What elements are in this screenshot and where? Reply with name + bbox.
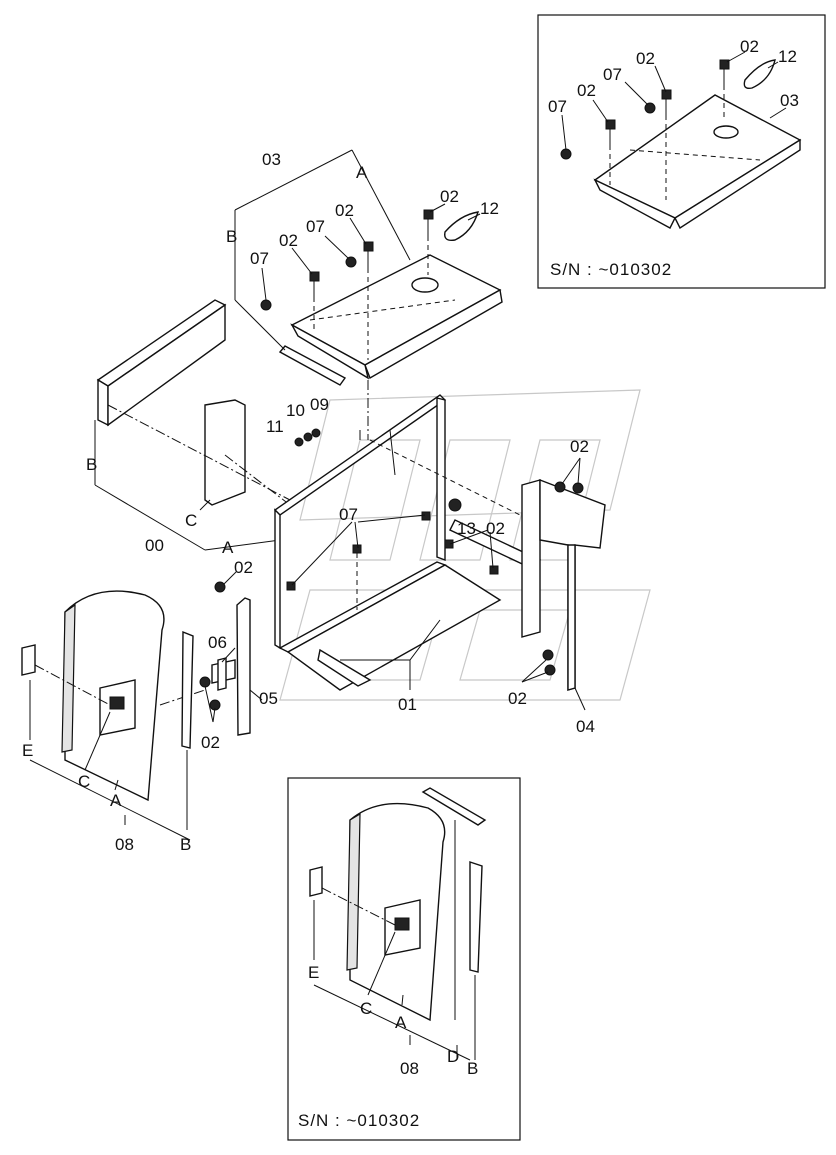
inset-bottom-serial: S/N : ~010302 — [298, 1111, 420, 1130]
callout-label: A — [356, 163, 368, 182]
inset-top-frame — [537, 14, 826, 289]
callout-label: 02 — [577, 81, 596, 100]
callout-label: 02 — [740, 37, 759, 56]
callout-label: B — [86, 455, 97, 474]
callout-label: E — [308, 963, 319, 982]
callout-label: C — [185, 511, 197, 530]
callout-label: 11 — [266, 417, 284, 436]
callout-label: B — [226, 227, 237, 246]
callout-label: 10 — [286, 401, 305, 420]
callout-label: E — [22, 741, 33, 760]
main-callouts: 03 A B 07 02 07 02 02 12 11 10 09 B C 00… — [22, 150, 595, 854]
callout-label: 06 — [208, 633, 227, 652]
callout-label: 03 — [262, 150, 281, 169]
side-panel-left — [96, 299, 246, 506]
callout-label: A — [222, 538, 234, 557]
callout-label: B — [467, 1059, 478, 1078]
inset-top-serial: S/N : ~010302 — [550, 260, 672, 279]
door-panel-08 — [21, 590, 194, 841]
callout-label: C — [360, 999, 372, 1018]
callout-label: 02 — [279, 231, 298, 250]
bracket-05-06 — [159, 597, 263, 736]
inset-bottom-callouts: E C A D 08 B S/N : ~010302 — [298, 963, 478, 1130]
callout-label: A — [395, 1013, 407, 1032]
cover-leaders — [234, 149, 481, 351]
callout-label: 03 — [780, 91, 799, 110]
callout-label: 04 — [576, 717, 595, 736]
callout-label: 07 — [548, 97, 567, 116]
inset-bottom-frame — [287, 777, 521, 1141]
callout-label: B — [180, 835, 191, 854]
inset-top-callouts: 02 12 02 07 03 02 07 S/N : ~010302 — [548, 37, 799, 279]
callout-label: 02 — [440, 187, 459, 206]
callout-label: 02 — [335, 201, 354, 220]
callout-label: 01 — [398, 695, 417, 714]
callout-label: 09 — [310, 395, 329, 414]
callout-label: 02 — [636, 49, 655, 68]
callout-label: 02 — [201, 733, 220, 752]
callout-label: 07 — [339, 505, 358, 524]
callout-label: 02 — [234, 558, 253, 577]
callout-label: 12 — [480, 199, 499, 218]
callout-label: 08 — [115, 835, 134, 854]
callout-label: C — [78, 772, 90, 791]
callout-label: 02 — [486, 519, 505, 538]
callout-label: 02 — [570, 437, 589, 456]
cover-plate-03 — [278, 254, 503, 386]
callout-label: A — [110, 791, 122, 810]
frame-leaders — [223, 514, 494, 690]
callout-label: 00 — [145, 536, 164, 555]
callout-label: 07 — [603, 65, 622, 84]
right-panel-04 — [521, 457, 606, 711]
callout-label: 02 — [508, 689, 527, 708]
frame-00-leaders — [94, 404, 291, 551]
box-frame-01 — [273, 394, 541, 691]
callout-label: 12 — [778, 47, 797, 66]
callout-label: 05 — [259, 689, 278, 708]
callout-label: 07 — [306, 217, 325, 236]
frame-hardware — [214, 380, 499, 610]
callout-label: 13 — [457, 519, 476, 538]
callout-label: 08 — [400, 1059, 419, 1078]
callout-label: 07 — [250, 249, 269, 268]
callout-label: D — [447, 1047, 459, 1066]
inset-top-bolts — [560, 59, 730, 200]
